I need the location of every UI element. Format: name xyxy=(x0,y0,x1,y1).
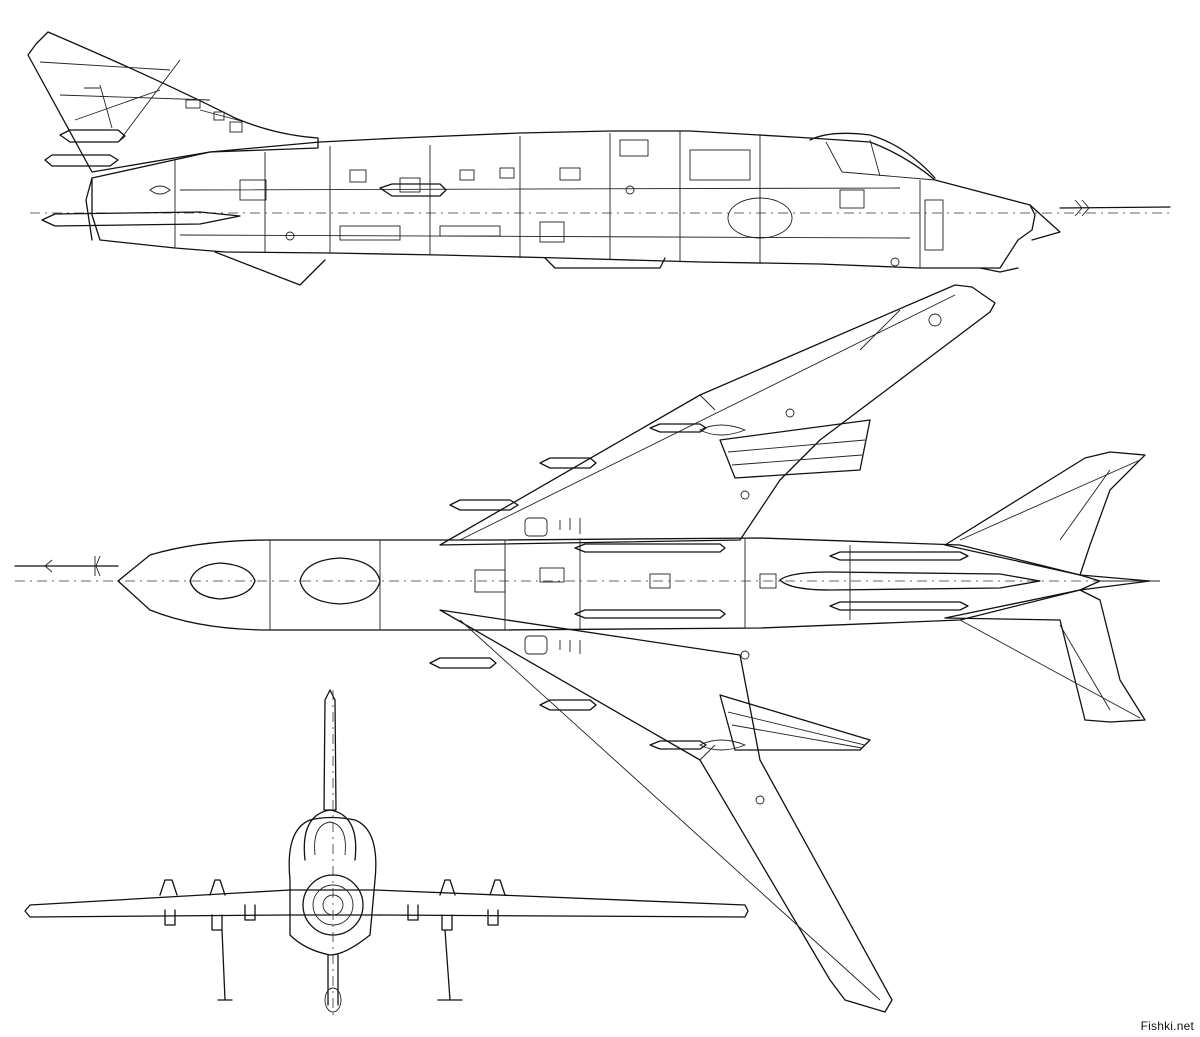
side-store-upper xyxy=(44,154,119,167)
side-canopy xyxy=(809,132,936,179)
top-wing-upper xyxy=(439,284,996,546)
top-view xyxy=(14,284,1160,1013)
front-view xyxy=(24,689,749,1015)
side-fuselage xyxy=(91,130,1036,269)
side-store-lower xyxy=(41,211,241,227)
front-fuselage xyxy=(288,816,377,956)
front-fin xyxy=(323,689,337,811)
front-canopy xyxy=(303,809,357,861)
side-ventral-fin xyxy=(214,251,326,286)
top-stabilizer-upper xyxy=(944,451,1146,576)
top-flap-upper xyxy=(719,419,871,479)
watermark-text: Fishki.net xyxy=(1140,1019,1194,1033)
front-nose-gear xyxy=(327,954,339,1006)
top-flap-lower xyxy=(719,694,871,751)
top-wing-lower xyxy=(439,609,893,1013)
side-vertical-fin xyxy=(27,31,319,173)
front-wing xyxy=(24,889,749,918)
top-stabilizer-lower xyxy=(944,589,1146,723)
side-pitot-probe xyxy=(1059,206,1171,209)
side-view xyxy=(27,31,1171,286)
front-main-gear-right xyxy=(437,929,463,1001)
front-main-gear-left xyxy=(217,929,233,1001)
